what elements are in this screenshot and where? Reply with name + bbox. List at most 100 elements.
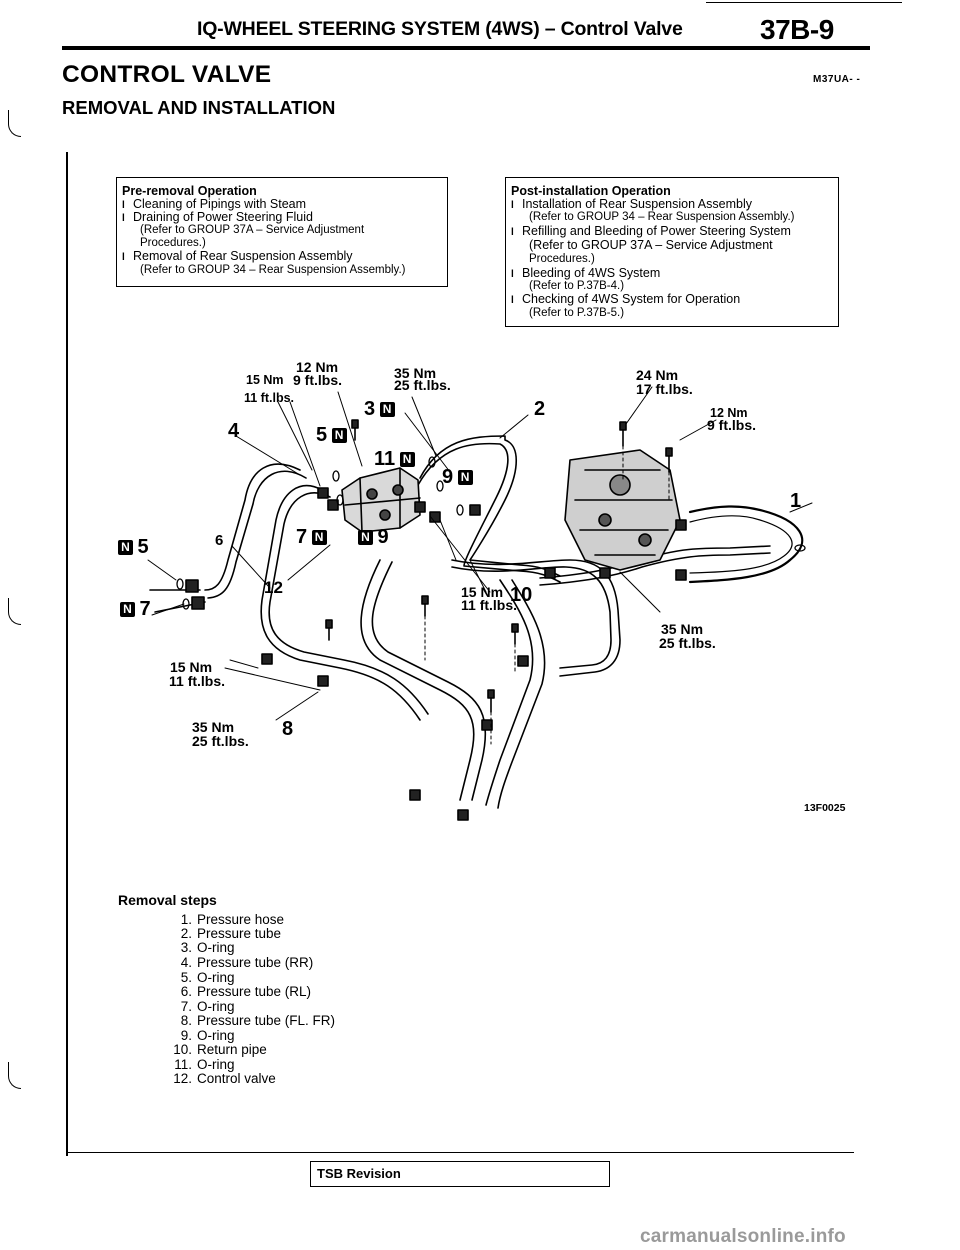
removal-step: 3.O-ring — [180, 940, 235, 955]
torque-label: 15 Nm — [170, 659, 213, 675]
torque-label: 9 ft.lbs. — [707, 417, 757, 433]
torque-label: 15 Nm — [461, 584, 504, 600]
callout-2: 2 — [534, 398, 546, 420]
mounting-bolts — [325, 419, 673, 713]
pre-removal-subitem: Procedures.) — [140, 237, 206, 249]
tsb-revision-box: TSB Revision — [310, 1161, 610, 1187]
torque-label: 12 Nm — [296, 359, 339, 375]
torque-label: 11 ft.lbs. — [461, 597, 518, 613]
return-pipe-10-outline — [451, 566, 612, 669]
pre-removal-subitem: (Refer to GROUP 34 – Rear Suspension Ass… — [140, 264, 406, 276]
bullet-icon: l — [122, 213, 125, 224]
bullet-icon: l — [511, 269, 514, 280]
new-part-badge: N — [457, 470, 473, 485]
removal-step: 8.Pressure tube (FL. FR) — [180, 1013, 336, 1028]
callout-6: 6 — [215, 532, 224, 549]
bullet-icon: l — [122, 252, 125, 263]
pre-removal-subitem: (Refer to GROUP 37A – Service Adjustment — [140, 224, 365, 236]
removal-step: 6.Pressure tube (RL) — [180, 984, 312, 999]
bullet-icon: l — [511, 227, 514, 238]
torque-label: 35 Nm — [394, 365, 437, 381]
torque-label: 9 ft.lbs. — [293, 372, 343, 388]
callout-11: 11 N — [374, 448, 415, 471]
section-code: M37UA- - — [813, 74, 861, 85]
new-part-badge: N — [120, 602, 135, 617]
removal-step: 5.O-ring — [180, 970, 235, 985]
new-part-badge: N — [379, 402, 395, 417]
torque-label: 35 Nm — [661, 621, 704, 637]
post-installation-subitem: (Refer to GROUP 34 – Rear Suspension Ass… — [529, 211, 795, 223]
header-rule — [62, 46, 870, 50]
pressure-hose-1-outline — [689, 515, 793, 574]
bullet-icon: l — [122, 200, 125, 211]
removal-step: 9.O-ring — [180, 1028, 235, 1043]
removal-step: 1.Pressure hose — [180, 912, 285, 927]
bullet-icon: l — [511, 200, 514, 211]
control-valve-port — [392, 484, 404, 496]
callout-9: 9 N — [442, 466, 473, 489]
callout-3: 3 N — [364, 398, 395, 421]
callout-5-left: N 5 — [118, 536, 149, 559]
post-installation-subitem: (Refer to GROUP 37A – Service Adjustment — [529, 238, 773, 252]
callout-5: 5 N — [316, 424, 347, 447]
pressure-tube-2-outline — [417, 442, 561, 583]
torque-label: 25 ft.lbs. — [659, 635, 716, 651]
removal-step: 2.Pressure tube — [180, 926, 282, 941]
o-rings — [176, 456, 806, 610]
torque-label: 25 ft.lbs. — [192, 733, 249, 749]
removal-step: 10.Return pipe — [173, 1042, 267, 1057]
pressure-tube-2 — [419, 435, 561, 577]
callout-4: 4 — [228, 420, 240, 442]
figure-code: 13F0025 — [804, 802, 846, 814]
new-part-badge: N — [358, 530, 373, 545]
pressure-tube-rr-outline — [539, 552, 771, 586]
pressure-tube-8-b-outline — [497, 579, 546, 809]
pressure-tube-4-outline — [207, 470, 307, 599]
top-rule — [706, 2, 902, 3]
post-installation-title: Post-installation Operation — [511, 184, 671, 198]
torque-label: 24 Nm — [636, 367, 679, 383]
new-part-badge: N — [399, 452, 415, 467]
control-valve-12-body — [341, 467, 421, 533]
new-part-badge: N — [311, 530, 327, 545]
control-valve-port — [379, 509, 391, 521]
section-title: CONTROL VALVE — [62, 61, 272, 88]
pressure-tube-6 — [260, 484, 421, 721]
steering-gear-port — [609, 474, 631, 496]
pressure-tube-6-outline — [268, 492, 429, 715]
pre-removal-title: Pre-removal Operation — [122, 184, 257, 198]
callout-1: 1 — [790, 490, 802, 512]
steering-gear-assembly — [564, 449, 681, 571]
torque-label: 35 Nm — [192, 719, 235, 735]
post-installation-subitem: Procedures.) — [529, 253, 595, 265]
control-valve-12-detail — [344, 467, 421, 533]
torque-label: 11 ft.lbs. — [169, 673, 226, 689]
footer-rule — [66, 1152, 854, 1153]
torque-label: 15 Nm — [246, 373, 284, 387]
torque-label: 12 Nm — [710, 406, 748, 420]
binding-margin-line — [66, 152, 68, 1156]
bullet-icon: l — [511, 295, 514, 306]
new-part-badge: N — [331, 428, 347, 443]
pressure-tube-8 — [360, 559, 475, 801]
callout-9-left: N 9 — [358, 526, 389, 549]
removal-step: 11.O-ring — [174, 1057, 235, 1072]
steering-gear-port — [598, 513, 612, 527]
pressure-tube-8-b — [485, 579, 534, 806]
page-number: 37B-9 — [760, 14, 834, 45]
section-subtitle: REMOVAL AND INSTALLATION — [62, 97, 336, 118]
control-valve-port — [366, 488, 378, 500]
removal-step: 7.O-ring — [180, 999, 235, 1014]
leader-lines — [147, 386, 813, 745]
watermark: carmanualsonline.info — [640, 1226, 846, 1247]
flare-nut-fittings — [185, 487, 687, 821]
removal-step: 4.Pressure tube (RR) — [180, 955, 314, 970]
removal-steps-title: Removal steps — [118, 892, 217, 908]
